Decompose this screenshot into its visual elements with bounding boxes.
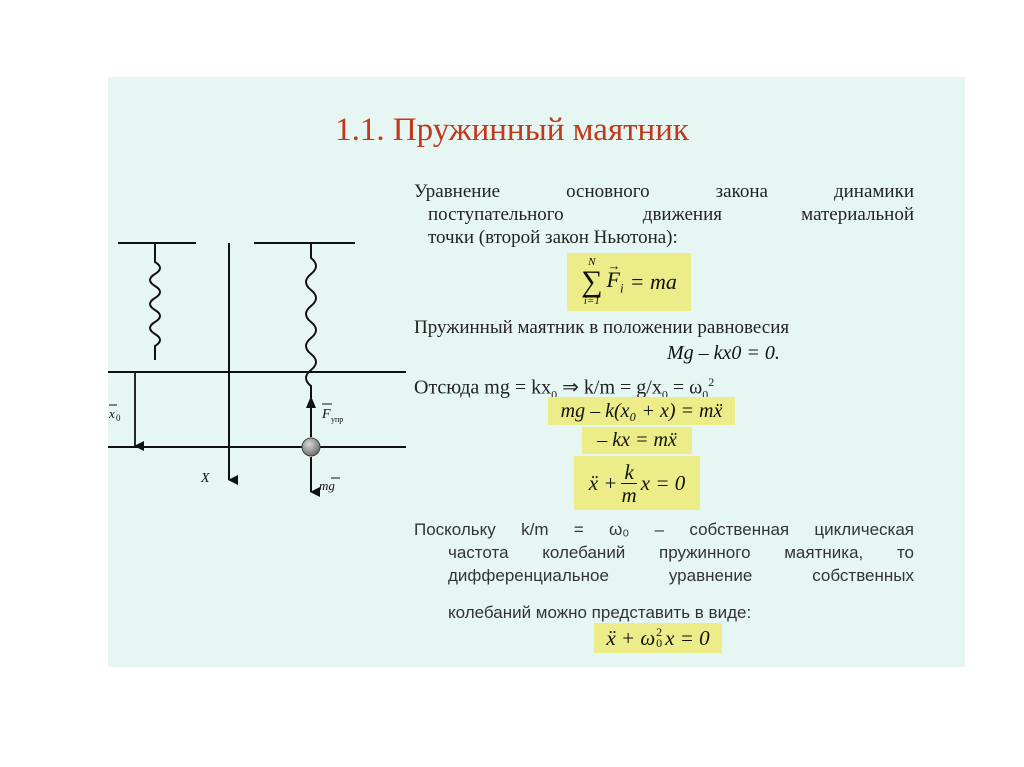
paragraph-newton-law: Уравнение основного закона динамики пост… (414, 180, 914, 249)
formula4-right: x = 0 (640, 470, 686, 495)
sum-lower-limit: i=1 (583, 295, 600, 307)
formula-harmonic: ẍ + ω 2 0 x = 0 (594, 623, 722, 653)
paragraph-equilibrium: Пружинный маятник в положении равновесия (414, 316, 914, 339)
axis-x-label: X (200, 471, 210, 486)
para1-line3: точки (второй закон Ньютона): (428, 227, 678, 248)
implies-icon: ⇒ (562, 376, 579, 399)
sum-sign-icon: ∑ (581, 265, 603, 298)
hence-sub0: 0 (551, 387, 558, 402)
formula5-right: x = 0 (665, 625, 710, 650)
hence-middle: k/m = g/x (583, 376, 662, 399)
para4-line1: Поскольку k/m = ω₀ – собственная цикличе… (414, 520, 914, 539)
para4-line3: дифференциальное уравнение собственных (448, 566, 914, 585)
para1-line2: поступательного движения материальной (428, 204, 914, 225)
x0-sub: 0 (116, 413, 121, 423)
mass-ball (301, 437, 321, 457)
equilibrium-equation: Mg – kx0 = 0. (667, 342, 780, 364)
para4-line2: частота колебаний пружинного маятника, т… (448, 543, 914, 562)
fraction-numerator: k (621, 461, 637, 484)
para4-line4: колебаний можно представить в виде: (448, 603, 752, 622)
fraction-denominator: m (621, 482, 637, 507)
formula5-sup: 2 (656, 625, 663, 639)
formula-motion-short: – kx = mẍ (582, 427, 692, 454)
formula1-rhs: = ma (629, 269, 677, 294)
hence-sup: 2 (708, 375, 715, 389)
hence-sub1: 0 (661, 387, 668, 402)
spring-left (149, 243, 161, 360)
para2-text: Пружинный маятник в положении равновесия (414, 317, 790, 338)
formula-newton-sum: N ∑ i=1 → Fi = ma (567, 253, 691, 311)
hence-eq: = ω (672, 376, 703, 399)
formula5-sub: 0 (656, 636, 663, 650)
force-symbol: F (606, 267, 620, 293)
slide-title: 1.1. Пружинный маятник (335, 112, 689, 148)
hence-sub2: 0 (702, 387, 709, 402)
x0-label: x (108, 406, 115, 421)
formula5-left: ẍ + ω (606, 625, 656, 650)
force-label: F (321, 407, 331, 422)
gravity-label: mg (319, 478, 335, 493)
paragraph-hence: Отсюда mg = kx0 ⇒ k/m = g/x0 = ω02 (414, 371, 914, 407)
formula-oscillator-fraction: ẍ + k m x = 0 (574, 456, 700, 510)
paragraph-since: Поскольку k/m = ω₀ – собственная цикличе… (414, 518, 914, 624)
force-sub: упр (331, 415, 343, 424)
force-elastic-arrowhead (306, 396, 316, 408)
sum-upper-limit: N (588, 256, 596, 268)
formula4-left: ẍ + (588, 470, 618, 495)
formula-motion-full: mg – k(x₀ + x) = mẍ (548, 397, 735, 425)
para1-line1: Уравнение основного закона динамики (414, 181, 914, 202)
spring-right (305, 243, 317, 398)
force-subscript: i (619, 280, 624, 296)
hence-prefix: Отсюда mg = kx (414, 376, 552, 399)
